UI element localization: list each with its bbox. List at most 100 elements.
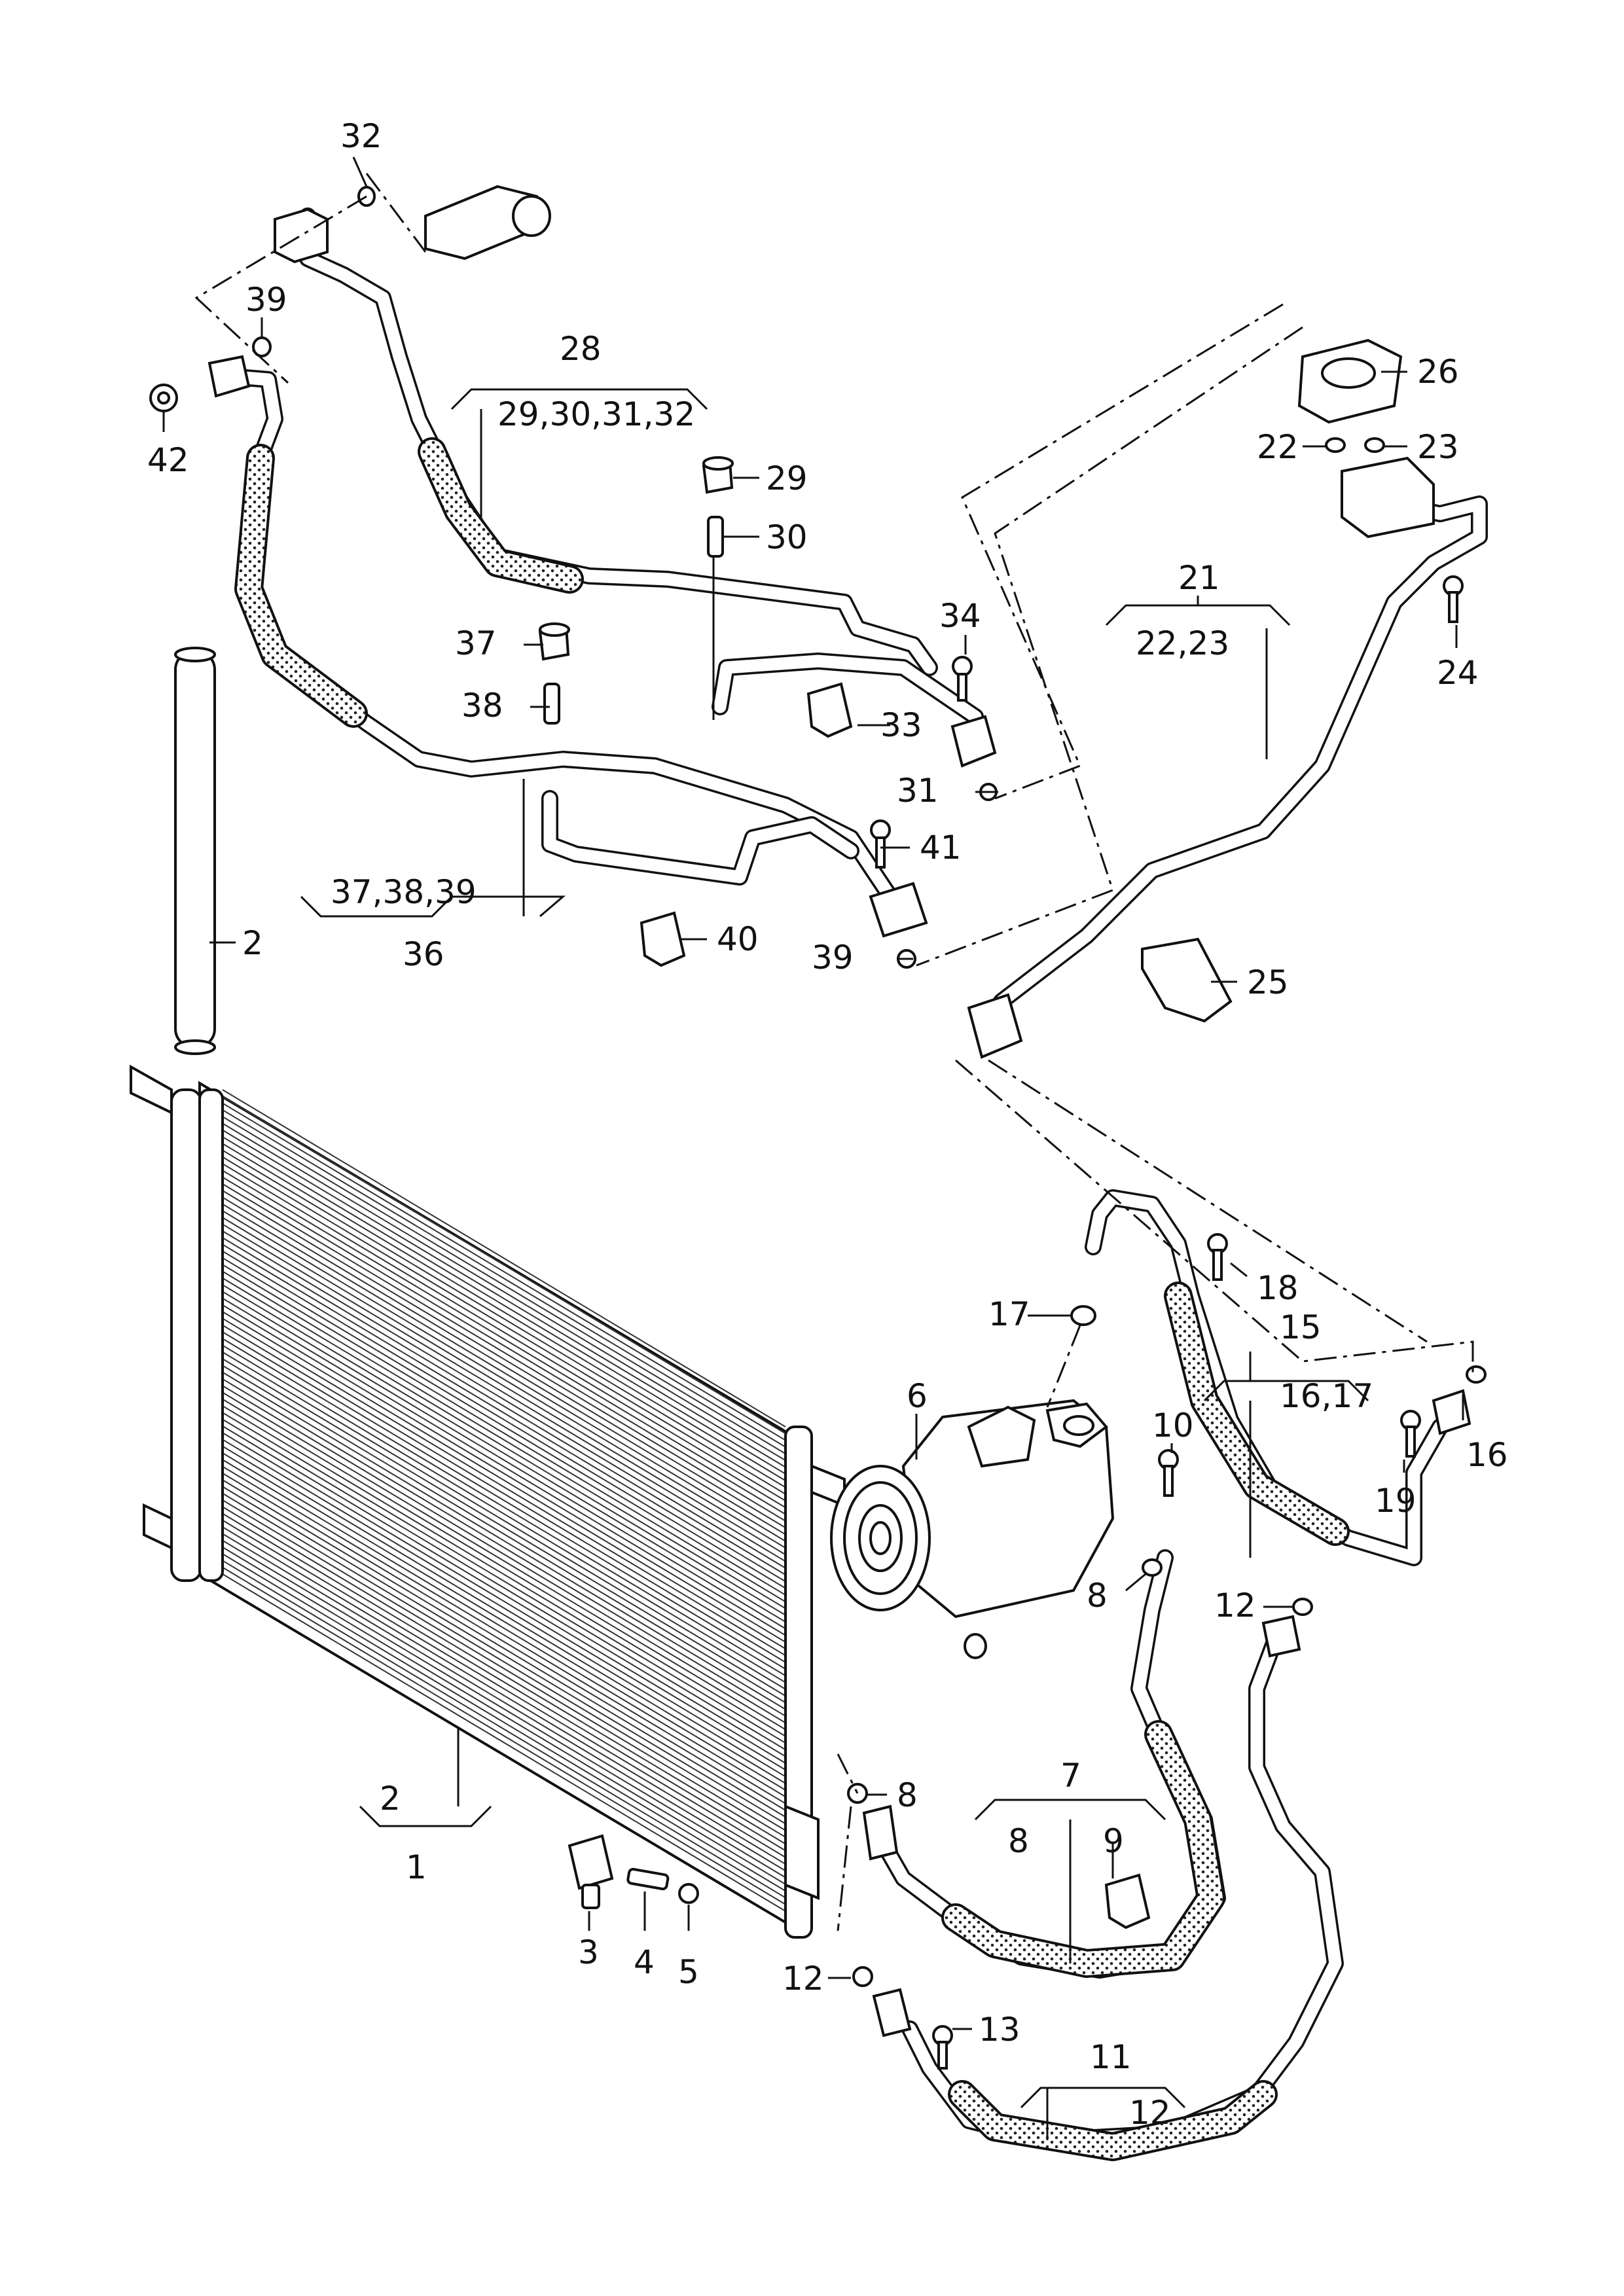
- fin-line: [222, 1553, 786, 1892]
- fin-line: [222, 1499, 786, 1838]
- fin-line: [222, 1210, 786, 1549]
- callout-33: 33: [880, 706, 922, 744]
- fin-line: [222, 1237, 786, 1575]
- callout-25: 25: [1247, 963, 1289, 1001]
- callout-12-right: 12: [1214, 1587, 1256, 1624]
- callout-37-38-39: 37,38,39: [331, 873, 477, 911]
- callout-41: 41: [920, 829, 962, 867]
- callout-17: 17: [988, 1295, 1030, 1333]
- fin-line: [222, 1492, 786, 1831]
- receiver-dryer: [174, 647, 216, 1055]
- callout-12-bracket: 12: [1129, 2094, 1171, 2132]
- fin-line: [222, 1452, 786, 1791]
- fittings: [149, 185, 1487, 2070]
- fin-line: [222, 1513, 786, 1852]
- condenser: [130, 1064, 846, 1939]
- callout-31: 31: [897, 772, 939, 810]
- fin-line: [222, 1432, 786, 1771]
- fin-line: [222, 1486, 786, 1825]
- fin-line: [222, 1324, 786, 1663]
- fin-line: [222, 1398, 786, 1737]
- fin-line: [222, 1371, 786, 1710]
- fin-line: [222, 1270, 786, 1609]
- callout-37: 37: [455, 624, 497, 662]
- leaders: [162, 156, 1464, 2140]
- fin-line: [222, 1217, 786, 1556]
- fin-line: [222, 1163, 786, 1501]
- callout-19: 19: [1375, 1482, 1416, 1520]
- fin-line: [222, 1250, 786, 1589]
- fin-line: [222, 1365, 786, 1704]
- fin-line: [222, 1465, 786, 1804]
- callout-23: 23: [1417, 428, 1459, 466]
- fin-line: [222, 1277, 786, 1616]
- fin-line: [222, 1244, 786, 1583]
- fin-line: [222, 1573, 786, 1912]
- callout-32: 32: [340, 117, 382, 155]
- callout-42: 42: [147, 441, 189, 479]
- callout-16: 16: [1466, 1436, 1508, 1474]
- fin-line: [222, 1223, 786, 1562]
- callout-4: 4: [634, 1943, 655, 1981]
- pipe-network: [221, 207, 1488, 2161]
- fin-line: [222, 1230, 786, 1569]
- fin-line: [222, 1089, 786, 1427]
- fin-line: [222, 1439, 786, 1778]
- callout-2-bracket: 2: [380, 1780, 401, 1818]
- callout-9: 9: [1103, 1822, 1124, 1860]
- callout-16-17: 16,17: [1280, 1377, 1373, 1415]
- callout-30: 30: [766, 518, 808, 556]
- fin-line: [222, 1257, 786, 1596]
- callout-5: 5: [678, 1953, 699, 1991]
- callout-labels: 1 2 2 3 4 5 6 7 8 8 8 9 10 11 12 12 12 1…: [147, 117, 1508, 2132]
- callout-36: 36: [403, 935, 444, 973]
- callout-40: 40: [717, 920, 759, 958]
- callout-7: 7: [1060, 1757, 1081, 1795]
- callout-8-bracket: 8: [1008, 1822, 1029, 1860]
- fin-line: [222, 1311, 786, 1650]
- fin-line: [222, 1291, 786, 1630]
- fin-line: [222, 1418, 786, 1757]
- fin-line: [222, 1183, 786, 1522]
- fin-line: [222, 1533, 786, 1872]
- fin-line: [222, 1472, 786, 1811]
- fin-line: [222, 1129, 786, 1468]
- callout-29: 29: [766, 459, 808, 497]
- fin-line: [222, 1196, 786, 1535]
- fin-line: [222, 1143, 786, 1482]
- fin-line: [222, 1176, 786, 1515]
- callout-38: 38: [461, 687, 503, 725]
- callout-22: 22: [1257, 428, 1299, 466]
- fin-line: [222, 1318, 786, 1657]
- callout-22-23: 22,23: [1136, 624, 1229, 662]
- callout-34: 34: [939, 597, 981, 635]
- fin-line: [222, 1297, 786, 1636]
- callout-39-lower: 39: [812, 939, 854, 977]
- callout-29-30-31-32: 29,30,31,32: [497, 395, 695, 433]
- callout-2-dryer: 2: [242, 924, 263, 962]
- fin-line: [222, 1547, 786, 1885]
- fin-line: [222, 1405, 786, 1744]
- fin-line: [222, 1156, 786, 1495]
- fin-line: [222, 1331, 786, 1670]
- callout-12-lower: 12: [782, 1960, 824, 1998]
- callout-11: 11: [1090, 2038, 1132, 2076]
- fin-line: [222, 1190, 786, 1529]
- fin-line: [222, 1412, 786, 1751]
- fin-line: [222, 1519, 786, 1858]
- fin-line: [222, 1566, 786, 1905]
- callout-8-lower: 8: [897, 1776, 918, 1814]
- callout-13: 13: [979, 2011, 1020, 2049]
- fin-line: [222, 1445, 786, 1784]
- fin-line: [222, 1539, 786, 1878]
- fin-line: [222, 1109, 786, 1448]
- fin-line: [222, 1378, 786, 1717]
- fin-line: [222, 1304, 786, 1643]
- fin-line: [222, 1459, 786, 1798]
- callout-15: 15: [1280, 1308, 1322, 1346]
- fin-line: [222, 1284, 786, 1623]
- fin-line: [222, 1102, 786, 1441]
- fin-line: [222, 1136, 786, 1475]
- fin-line: [222, 1506, 786, 1845]
